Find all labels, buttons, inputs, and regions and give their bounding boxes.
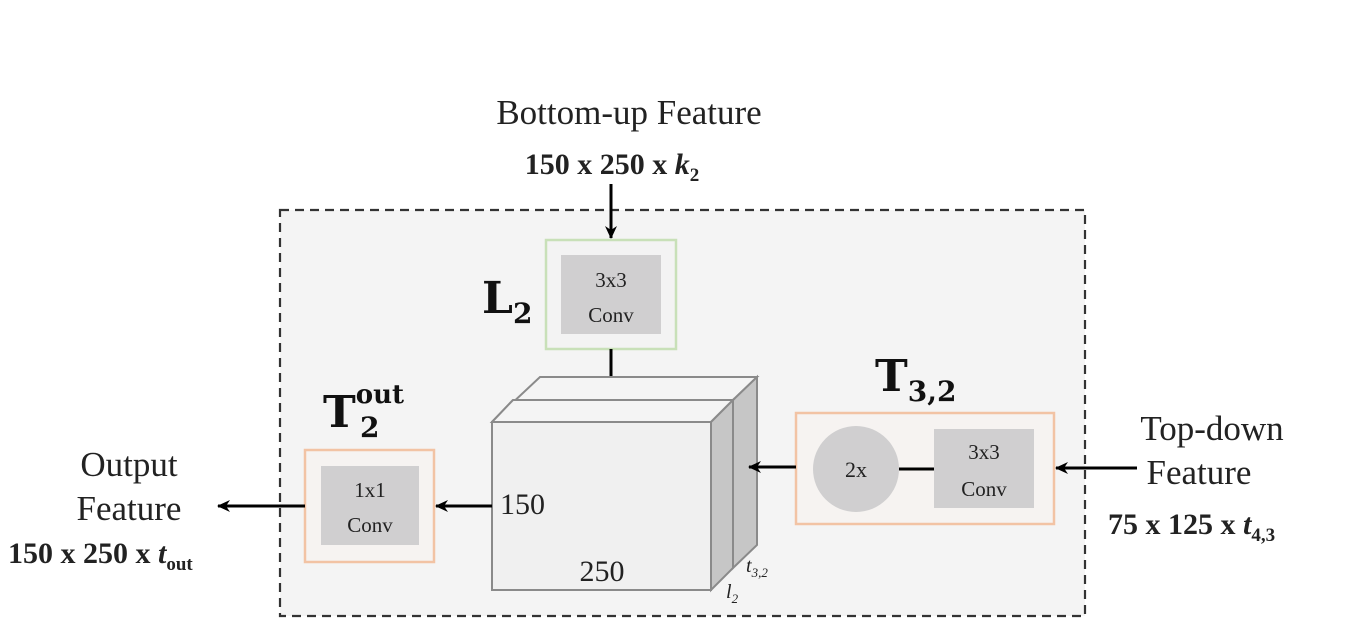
lateral-conv-kernel: 3x3 — [595, 268, 627, 292]
tensor-height-label: 150 — [500, 488, 545, 521]
tensor-side-t32 — [732, 374, 758, 571]
output-conv-label: Conv — [347, 513, 393, 537]
upsample-2x-node — [813, 426, 899, 512]
top-down-conv-label: Conv — [961, 477, 1007, 501]
top-down-block-symbol: T3,2 — [875, 351, 956, 408]
tensor-depth-t32: t3,2 — [746, 555, 768, 580]
concat-tensor — [489, 374, 760, 593]
tensor-width-label: 250 — [580, 555, 625, 588]
lateral-conv-3x3 — [561, 255, 661, 334]
top-down-dims: 75 x 125 x t4,3 — [1108, 508, 1275, 546]
top-down-title-line1: Top-down — [1140, 409, 1283, 448]
bottom-up-dims: 150 x 250 x k2 — [525, 148, 700, 186]
output-title-line1: Output — [80, 445, 178, 484]
bottom-up-title: Bottom-up Feature — [496, 93, 761, 132]
output-conv-kernel: 1x1 — [354, 478, 386, 502]
output-dims: 150 x 250 x tout — [8, 537, 193, 575]
top-down-conv-kernel: 3x3 — [968, 440, 1000, 464]
output-conv-1x1 — [321, 466, 419, 545]
tensor-top-front — [489, 399, 736, 423]
lateral-conv-label: Conv — [588, 303, 634, 327]
top-down-conv-3x3 — [934, 429, 1034, 508]
tensor-depth-l2: l2 — [726, 581, 739, 606]
upsample-label: 2x — [845, 457, 867, 482]
tensor-side-l2 — [710, 397, 734, 593]
output-title-line2: Feature — [77, 489, 182, 528]
top-down-title-line2: Feature — [1147, 453, 1252, 492]
lateral-block-symbol: L2 — [482, 273, 532, 330]
